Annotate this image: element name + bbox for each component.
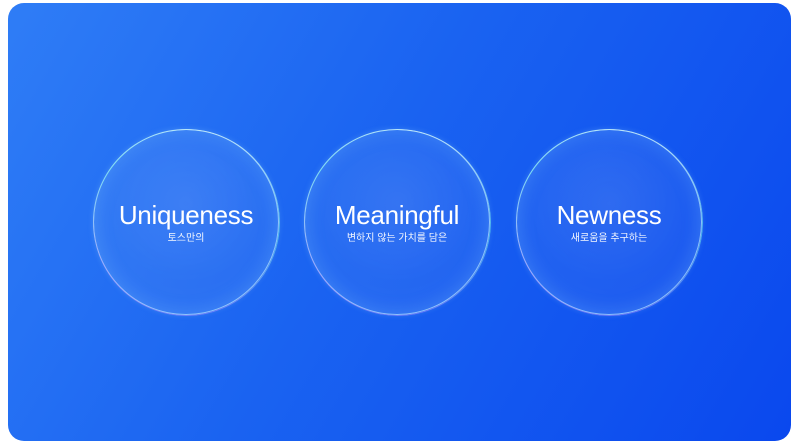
value-circle-meaningful: Meaningful 변하지 않는 가치를 담은 (304, 129, 490, 315)
value-title: Newness (556, 200, 662, 230)
value-title: Meaningful (334, 200, 460, 230)
value-title: Uniqueness (118, 200, 254, 230)
value-circles: Uniqueness 토스만의 Meaningful 변하지 않는 가치를 담은… (8, 3, 791, 441)
value-subtitle: 변하지 않는 가치를 담은 (346, 233, 448, 244)
value-subtitle: 새로움을 추구하는 (570, 233, 648, 244)
value-subtitle: 토스만의 (167, 233, 205, 244)
value-circle-uniqueness: Uniqueness 토스만의 (93, 129, 279, 315)
values-card: Uniqueness 토스만의 Meaningful 변하지 않는 가치를 담은… (8, 3, 791, 441)
value-circle-newness: Newness 새로움을 추구하는 (516, 129, 702, 315)
